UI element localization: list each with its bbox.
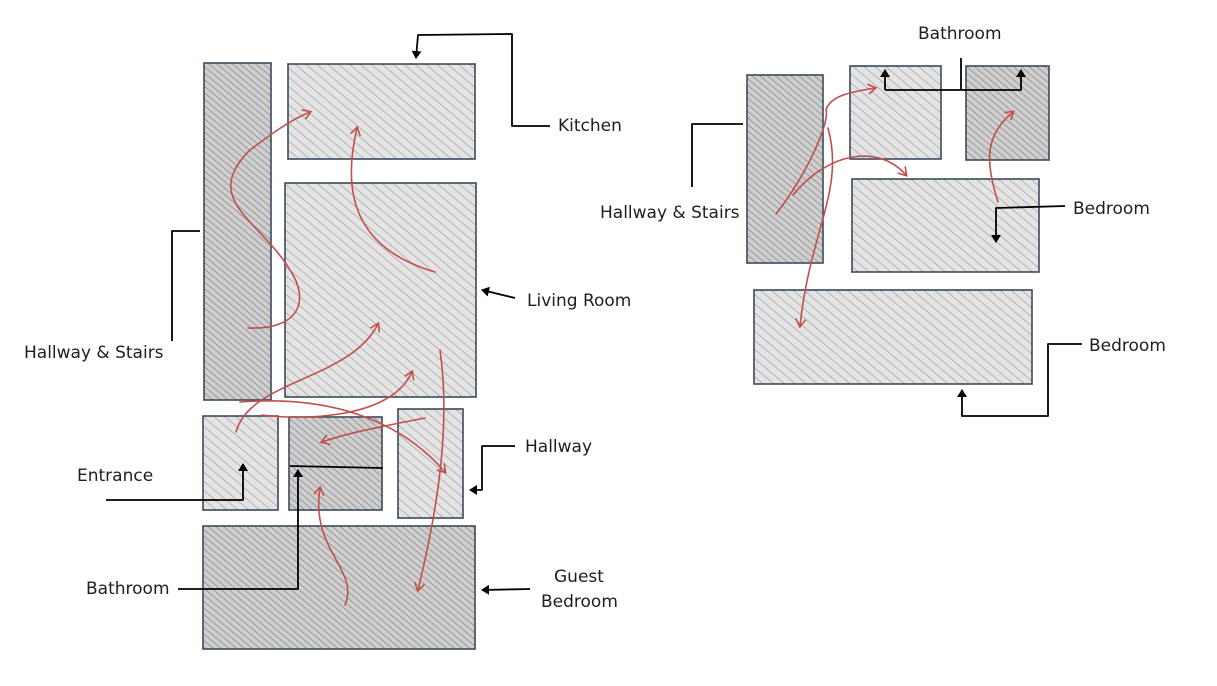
label-leaders [106,33,550,595]
room-bathroom-right [965,65,1050,161]
room-kitchen [287,63,476,160]
label-bathroom: Bathroom [86,579,170,599]
label-kitchen: Kitchen [558,116,622,136]
room-bedroom-upper [851,178,1040,273]
circulation-arrows [230,109,447,606]
room-bathroom [288,416,383,511]
room-hallway-stairs-upper [746,74,824,264]
room-hallway [397,408,464,519]
label-leaders-upper [691,58,1082,417]
room-bathroom-left [849,65,942,160]
bathroom-divider [289,465,384,469]
ground-floor-plan: Kitchen Hallway & Stairs Living Room Hal… [24,33,631,650]
label-guest-bedroom-line1: Guest [554,567,604,587]
circulation-arrows-upper [775,83,1015,329]
room-guest-bedroom [202,525,476,650]
upper-floor-plan: Bathroom Hallway & Stairs Bedroom Bedroo… [600,24,1166,417]
label-guest-bedroom-line2: Bedroom [541,592,618,612]
label-bedroom-upper: Bedroom [1073,199,1150,219]
room-bedroom-lower [753,289,1033,385]
label-hallway-stairs: Hallway & Stairs [24,343,164,363]
room-living-room [284,182,477,398]
label-bedroom-lower: Bedroom [1089,336,1166,356]
room-hallway-stairs [203,62,272,401]
label-hallway: Hallway [525,437,592,457]
label-bathroom-upper: Bathroom [918,24,1002,44]
label-living-room: Living Room [527,291,631,311]
label-hallway-stairs-upper: Hallway & Stairs [600,203,740,223]
room-entrance [202,415,279,511]
label-entrance: Entrance [77,466,153,486]
